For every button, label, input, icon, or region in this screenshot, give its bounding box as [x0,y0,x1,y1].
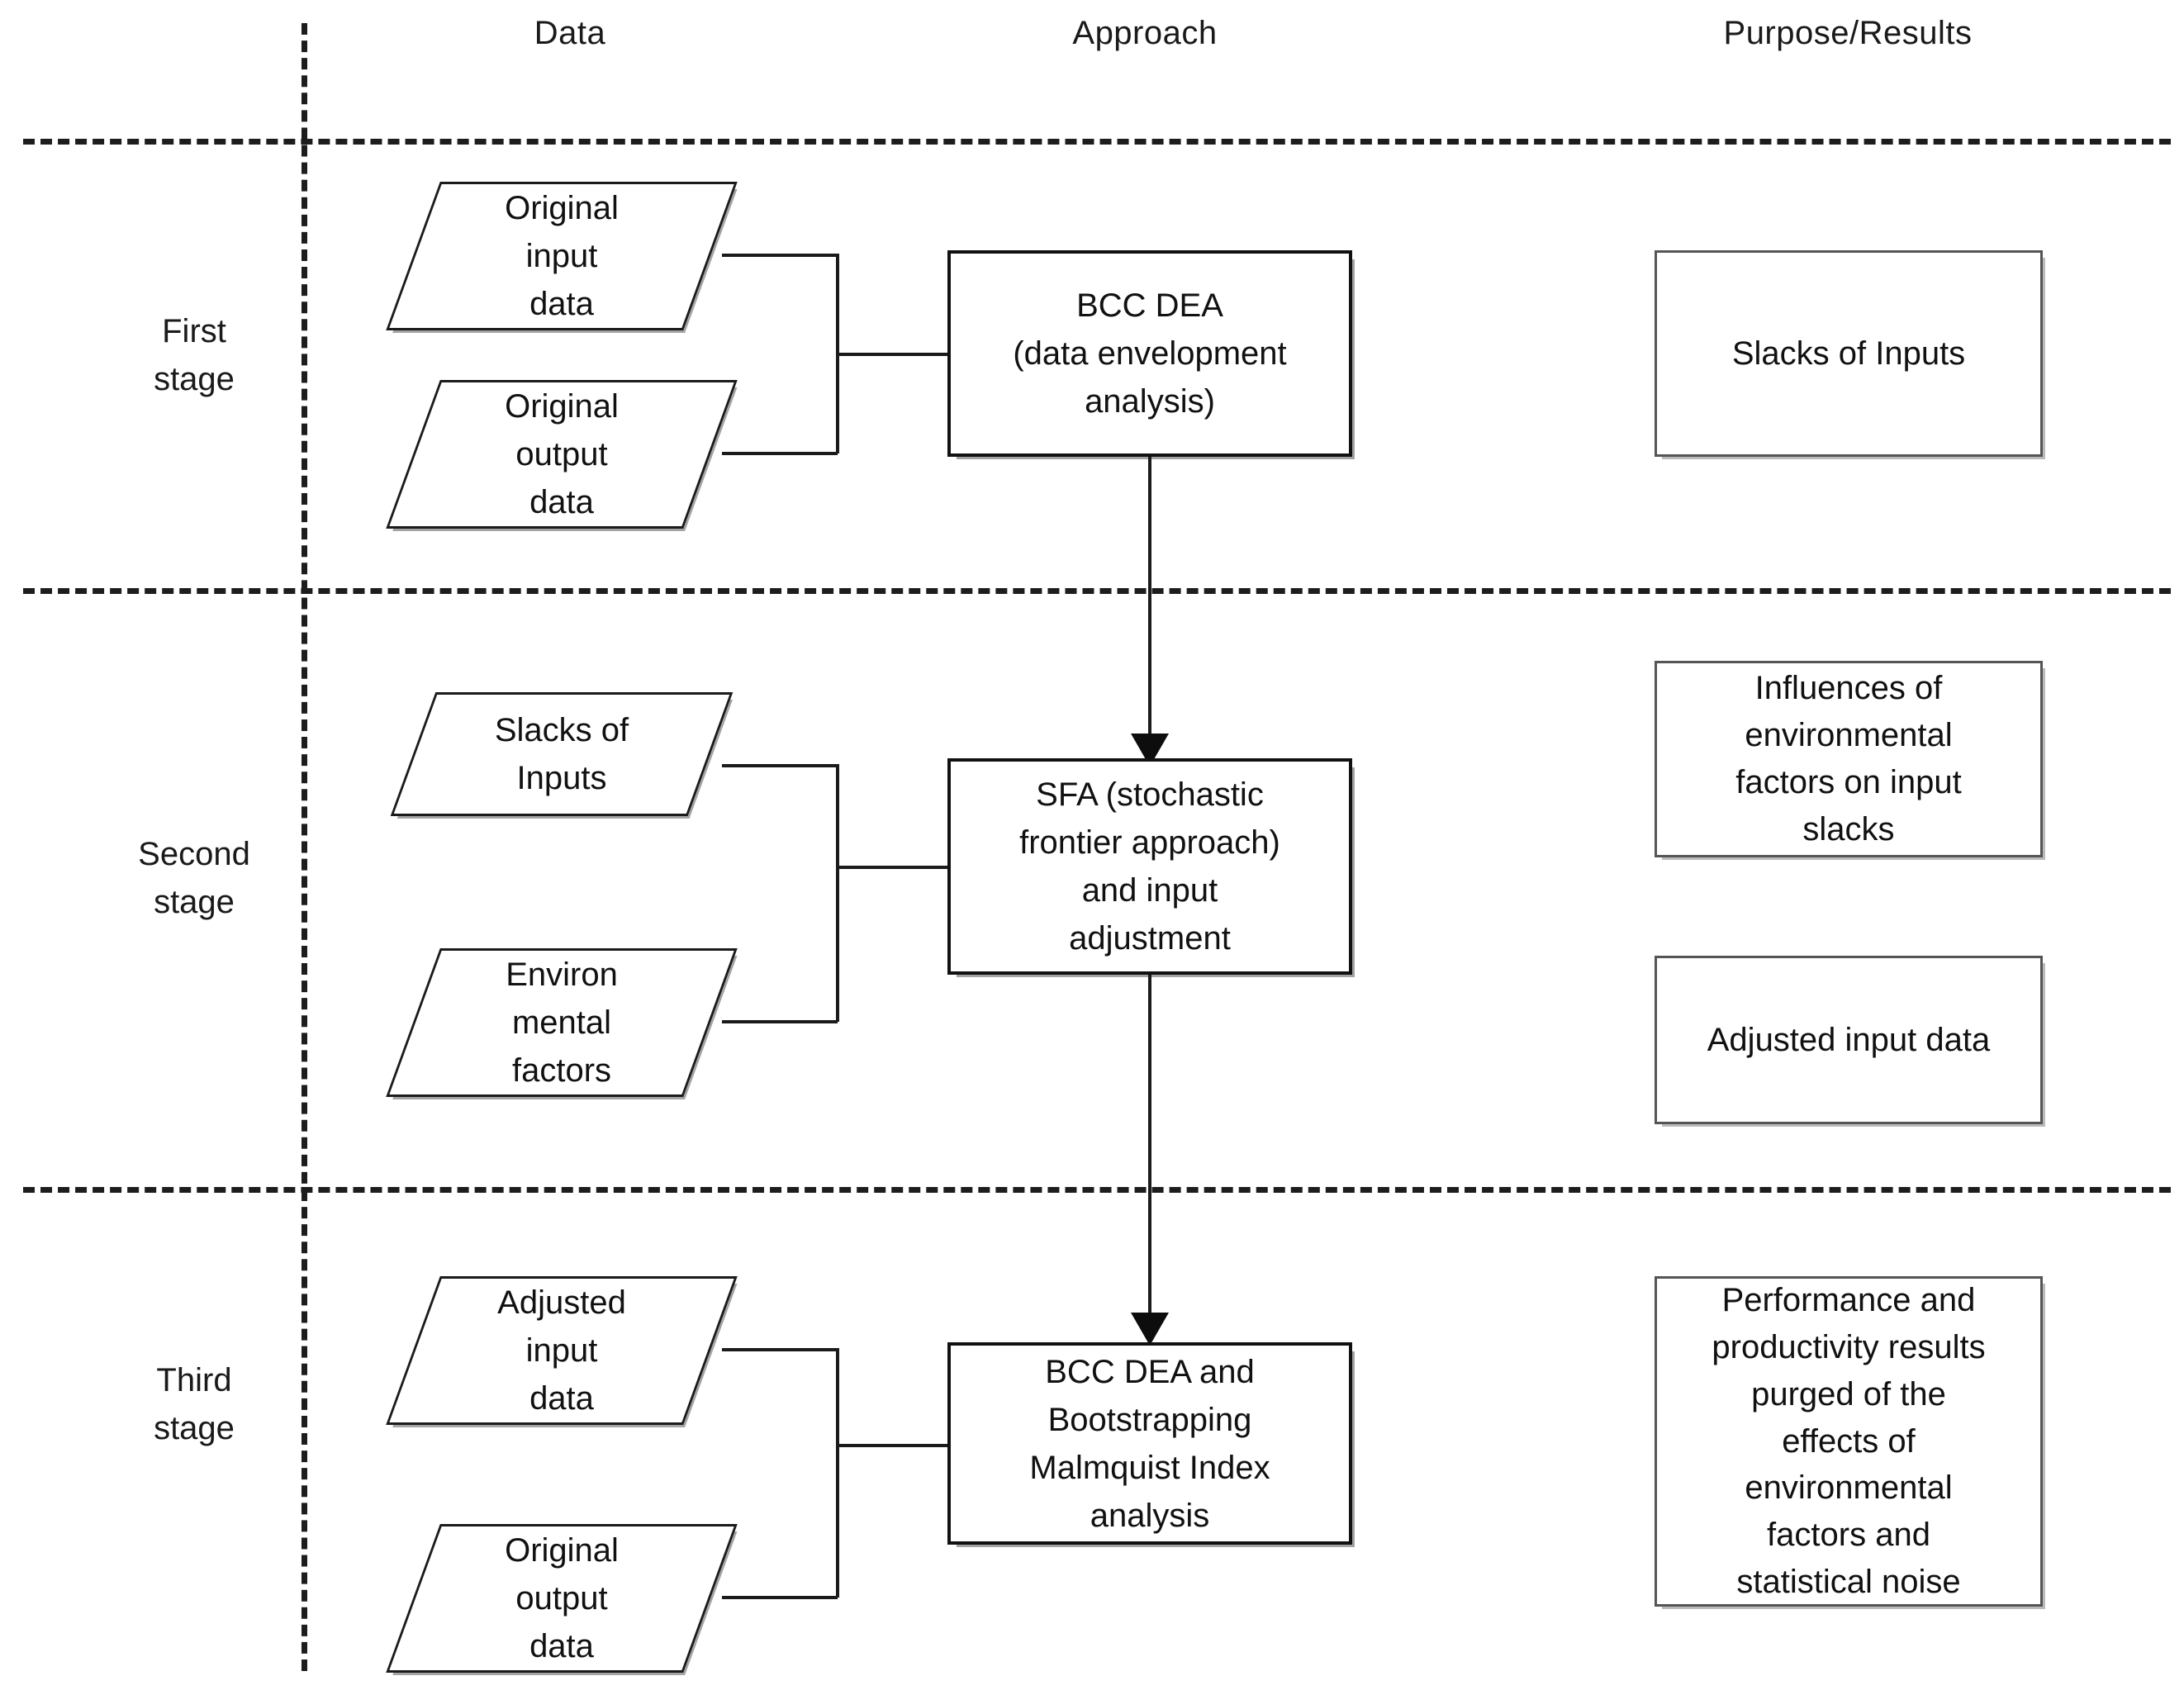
connector-input-to-bracket [722,254,838,257]
stage-label-first: First stage [154,313,235,397]
data-node-label: Adjusted input data [497,1284,626,1417]
divider-first-second [23,588,2171,594]
connector-output-to-bracket [722,452,838,455]
data-node-original-output-data: Original output data [386,380,738,529]
data-node-label: Slacks of Inputs [494,712,629,796]
result-box-performance-productivity: Performance and productivity results pur… [1655,1276,2043,1607]
stage-label-second: Second stage [138,836,250,920]
data-node-original-output-data-third: Original output data [386,1524,738,1673]
result-box-adjusted-input-data: Adjusted input data [1655,956,2043,1124]
column-header-approach: Approach [1072,15,1218,51]
data-node-adjusted-input-data: Adjusted input data [386,1276,738,1425]
data-node-environmental-factors: Environ mental factors [386,948,738,1097]
connector-slacks-to-bracket [722,764,838,767]
connector-bracket-to-approach-third [836,1444,1009,1447]
divider-header-first [23,139,2171,145]
approach-box-sfa: SFA (stochastic frontier approach) and i… [947,758,1352,975]
result-box-influences-environmental: Influences of environmental factors on i… [1655,661,2043,857]
connector-bracket-to-approach [836,353,1009,356]
column-header-purpose-results: Purpose/Results [1723,15,1973,51]
result-box-slacks-of-inputs: Slacks of Inputs [1655,250,2043,457]
data-node-label: Original input data [505,190,619,322]
bracket-vertical-second [836,764,839,1022]
connector-bracket-to-approach-second [836,866,1009,869]
divider-second-third [23,1187,2171,1193]
flow-first-to-second [1148,457,1151,739]
vertical-stage-divider [301,23,307,1671]
bracket-vertical-third [836,1348,839,1598]
data-node-original-input-data: Original input data [386,182,738,330]
approach-box-bcc-dea-malmquist: BCC DEA and Bootstrapping Malmquist Inde… [947,1342,1352,1545]
arrow-down-icon [1131,1313,1169,1346]
data-node-slacks-of-inputs: Slacks of Inputs [390,692,734,816]
connector-output-to-bracket-third [722,1596,838,1599]
data-node-label: Environ mental factors [506,957,618,1089]
approach-box-bcc-dea: BCC DEA (data envelopment analysis) [947,250,1352,457]
connector-adjusted-to-bracket [722,1348,838,1351]
connector-environ-to-bracket [722,1020,838,1023]
stage-label-third: Third stage [154,1362,235,1446]
data-node-label: Original output data [505,1532,619,1664]
flow-second-to-third [1148,975,1151,1318]
column-header-data: Data [534,15,606,51]
data-node-label: Original output data [505,388,619,520]
